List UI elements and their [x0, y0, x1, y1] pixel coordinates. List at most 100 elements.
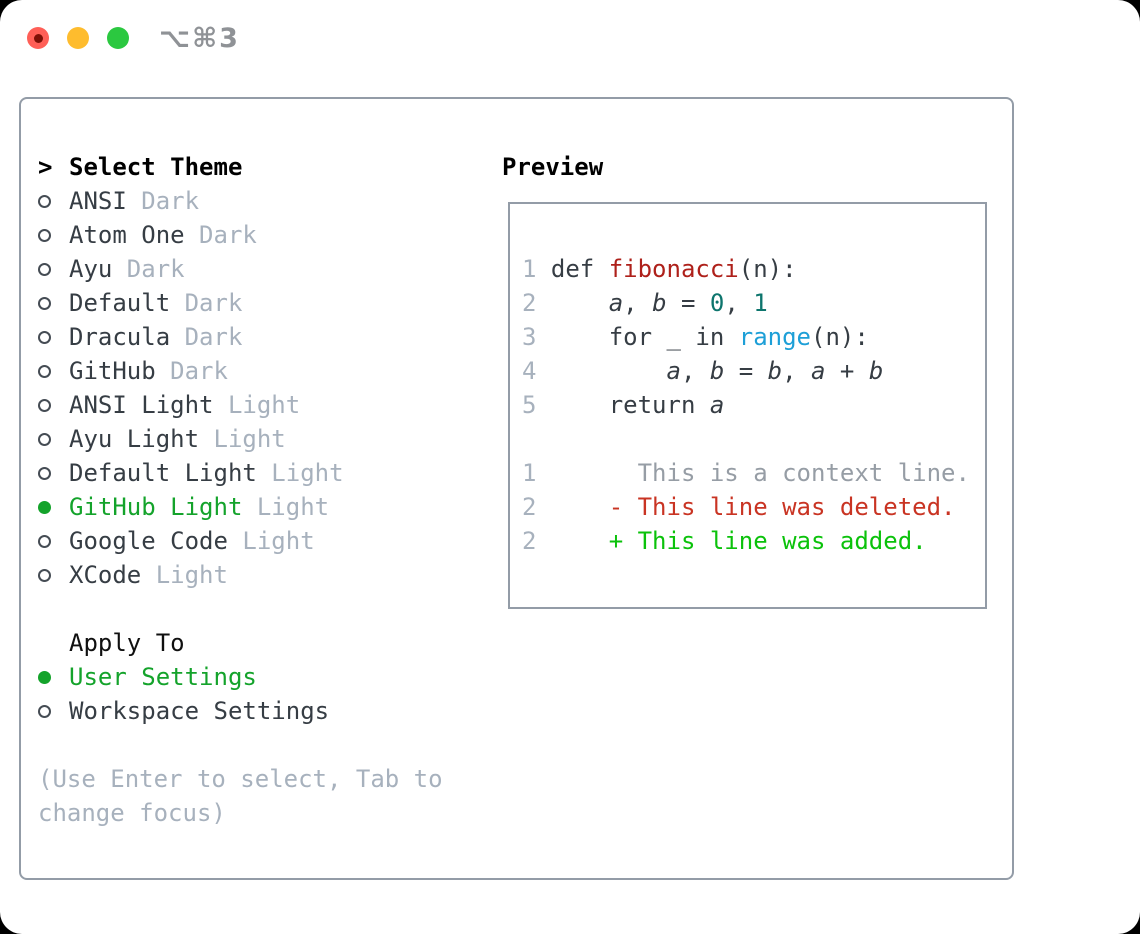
preview-title: Preview	[502, 153, 604, 181]
radio-circle	[38, 432, 51, 446]
variant-badge: Light	[256, 493, 330, 521]
code-segment: return	[550, 391, 710, 419]
radio-circle	[38, 534, 51, 548]
theme-option-github[interactable]: GitHub Dark	[38, 354, 488, 388]
spacer	[38, 592, 488, 626]
theme-option-github-light[interactable]: GitHub Light Light	[38, 490, 488, 524]
radio-circle	[38, 568, 51, 582]
variant-badge: Dark	[126, 255, 185, 283]
code-segment: +	[825, 357, 869, 385]
radio-circle	[38, 704, 51, 718]
blank-line	[522, 422, 985, 456]
radio-circle	[38, 330, 51, 344]
code-segment: 1	[753, 289, 768, 317]
variant-badge: Dark	[184, 323, 243, 351]
diff-added-line: 2 + This line was added.	[522, 524, 985, 558]
option-label: ANSI	[69, 187, 142, 215]
apply-option-user-settings[interactable]: User Settings	[38, 660, 488, 694]
variant-badge: Dark	[199, 221, 257, 249]
theme-option-xcode[interactable]: XCode Light	[38, 558, 488, 592]
option-label: Ayu	[69, 255, 127, 283]
theme-option-dracula[interactable]: Dracula Dark	[38, 320, 488, 354]
close-button[interactable]	[27, 27, 49, 49]
code-segment: ,	[724, 289, 754, 317]
radio-icon	[38, 466, 53, 480]
radio-circle	[38, 194, 51, 208]
code-segment: b	[652, 289, 667, 317]
theme-option-ansi[interactable]: ANSI Dark	[38, 184, 488, 218]
line-number: 5	[522, 391, 551, 419]
radio-selected-icon	[38, 670, 53, 684]
diff-deleted-line: 2 - This line was deleted.	[522, 490, 985, 524]
radio-icon	[38, 398, 53, 412]
theme-option-ayu-light[interactable]: Ayu Light Light	[38, 422, 488, 456]
code-segment: This is a context line.	[550, 459, 970, 487]
code-segment	[551, 289, 609, 317]
code-line: 4 a, b = b, a + b	[522, 354, 985, 388]
code-segment	[551, 357, 667, 385]
radio-circle	[38, 228, 51, 242]
apply-to-heading: Apply To	[38, 626, 488, 660]
variant-badge: Light	[227, 391, 301, 419]
radio-icon	[38, 296, 53, 310]
prompt-caret-icon: >	[38, 153, 53, 181]
code-segment: + This line was added.	[550, 527, 927, 555]
code-segment: =	[666, 289, 710, 317]
radio-circle	[38, 398, 51, 412]
option-label: Dracula	[69, 323, 185, 351]
minimize-button[interactable]	[67, 27, 89, 49]
code-segment: a	[608, 289, 624, 317]
option-label: Google Code	[69, 527, 243, 555]
variant-badge: Light	[271, 459, 344, 487]
hint-line: (Use Enter to select, Tab to	[38, 765, 443, 793]
spacer	[38, 728, 488, 762]
theme-option-atom-one[interactable]: Atom One Dark	[38, 218, 488, 252]
code-segment: =	[724, 357, 768, 385]
theme-option-ayu[interactable]: Ayu Dark	[38, 252, 488, 286]
code-segment: for _ in	[550, 323, 739, 351]
select-theme-title: Select Theme	[69, 153, 243, 181]
option-label: GitHub	[69, 357, 171, 385]
radio-circle	[38, 466, 51, 480]
code-line: 2 a, b = 0, 1	[522, 286, 985, 320]
theme-option-default-light[interactable]: Default Light Light	[38, 456, 488, 490]
variant-badge: Light	[213, 425, 286, 453]
radio-icon	[38, 364, 53, 378]
option-label: Workspace Settings	[69, 697, 330, 725]
zoom-button[interactable]	[107, 27, 129, 49]
radio-icon	[38, 330, 53, 344]
code-segment: a	[709, 391, 725, 419]
code-segment: b	[767, 357, 783, 385]
option-label: Default	[69, 289, 185, 317]
radio-circle	[38, 364, 51, 378]
radio-icon	[38, 534, 53, 548]
line-number: 2	[522, 527, 551, 555]
theme-option-google-code[interactable]: Google Code Light	[38, 524, 488, 558]
variant-badge: Light	[155, 561, 228, 589]
variant-badge: Light	[242, 527, 315, 555]
radio-icon	[38, 228, 53, 242]
code-segment: b	[868, 357, 884, 385]
apply-option-workspace-settings[interactable]: Workspace Settings	[38, 694, 488, 728]
variant-badge: Dark	[141, 187, 200, 215]
code-line: 1 def fibonacci(n):	[522, 252, 985, 286]
theme-option-ansi-light[interactable]: ANSI Light Light	[38, 388, 488, 422]
code-segment: 0	[709, 289, 725, 317]
line-number: 4	[522, 357, 551, 385]
radio-selected-icon	[38, 500, 53, 514]
apply-to-title: Apply To	[69, 629, 185, 657]
variant-badge: Dark	[170, 357, 228, 385]
code-segment: fibonacci	[608, 255, 739, 283]
code-segment: ,	[782, 357, 812, 385]
line-number: 2	[522, 493, 551, 521]
diff-context-line: 1 This is a context line.	[522, 456, 985, 490]
theme-option-default[interactable]: Default Dark	[38, 286, 488, 320]
radio-circle	[38, 670, 51, 684]
option-label: Ayu Light	[69, 425, 214, 453]
line-number: 3	[522, 323, 551, 351]
